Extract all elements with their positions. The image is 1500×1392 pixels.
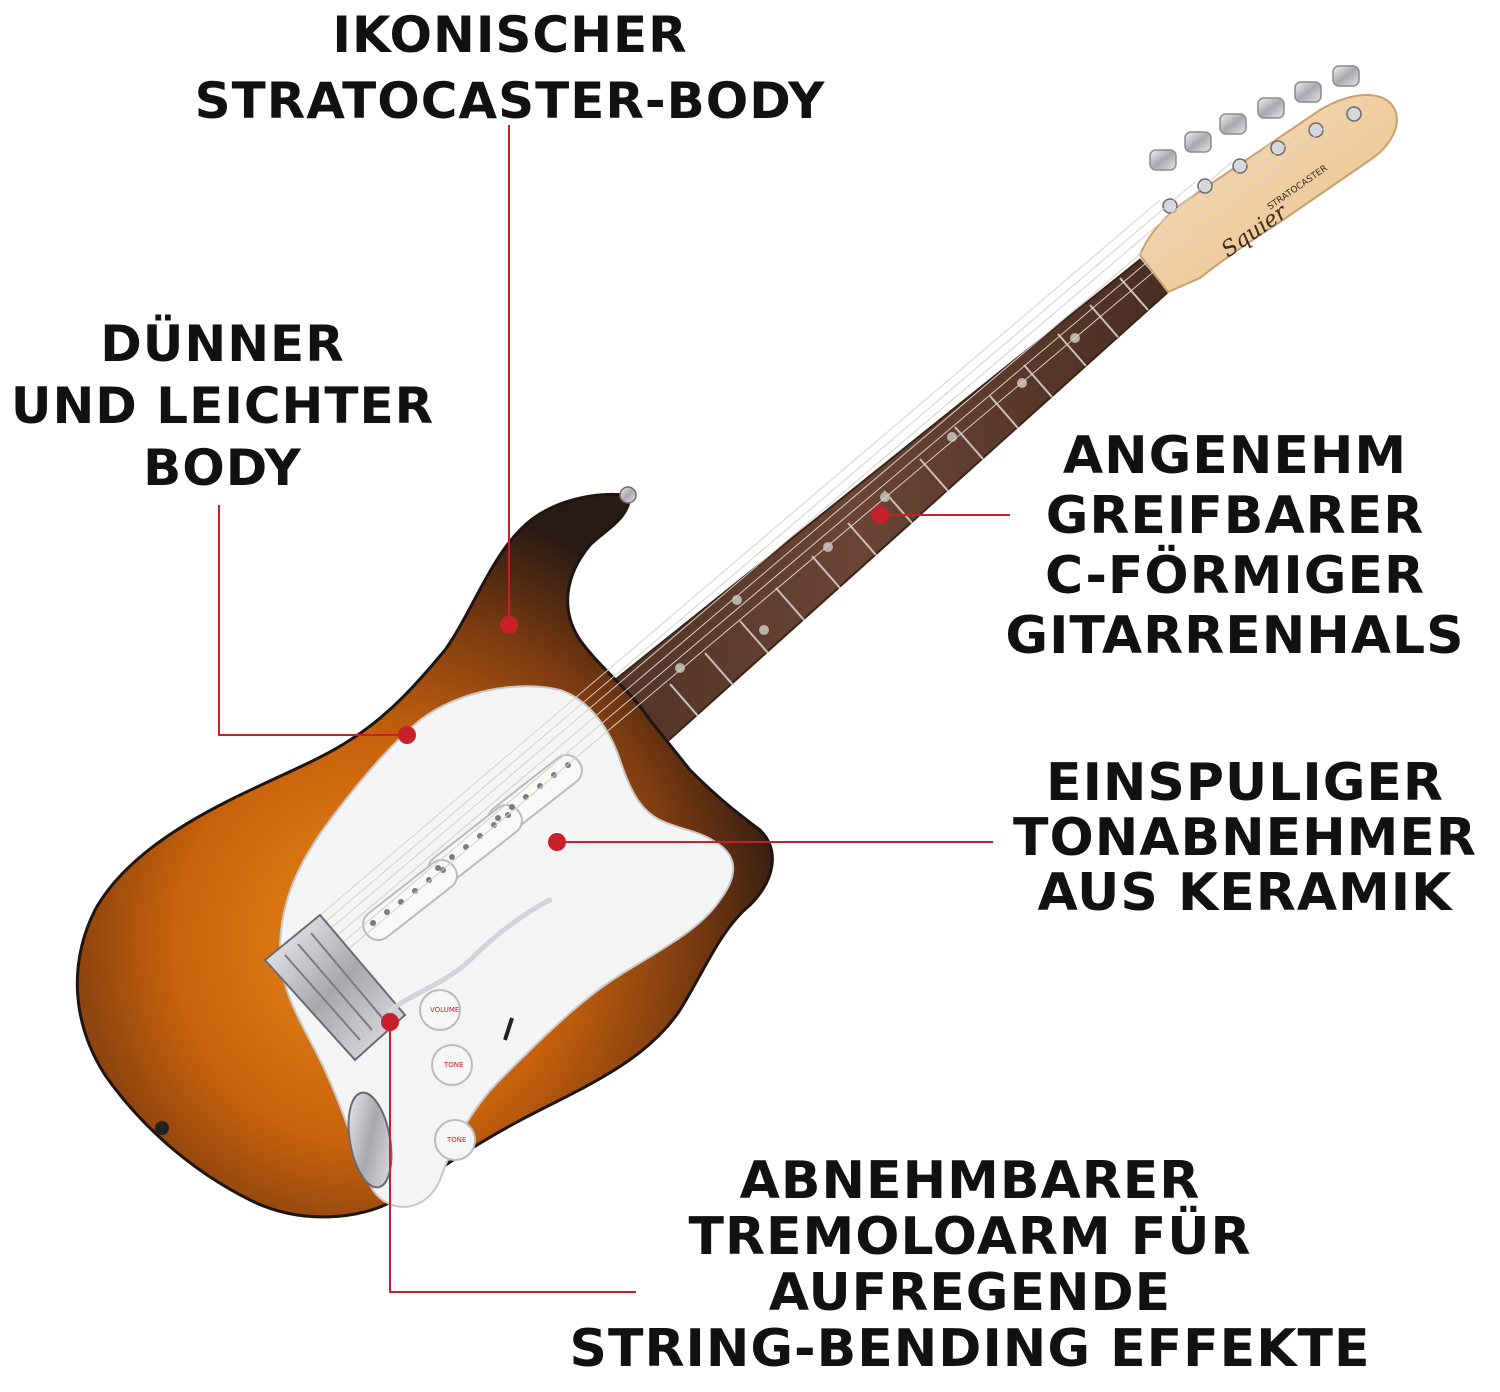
callout-dot-pickup	[548, 833, 566, 851]
headstock-shape	[1138, 94, 1398, 294]
tone-knob-1-label: TONE	[443, 1061, 463, 1069]
pickups	[362, 753, 583, 942]
callout-dots	[381, 506, 889, 1031]
volume-knob	[419, 989, 461, 1031]
callout-line-thin-body	[218, 505, 407, 736]
headstock: Squier STRATOCASTER	[1138, 65, 1398, 294]
callout-label-iconic-body: IKONISCHER STRATOCASTER-BODY	[194, 6, 826, 130]
callout-line-tremolo	[389, 1022, 636, 1293]
control-knobs: VOLUME TONE TONE	[419, 989, 514, 1161]
callout-label-thin-body: DÜNNER UND LEICHTER BODY	[10, 315, 435, 497]
callout-label-tremolo: ABNEHMBARER TREMOLOARM FÜR AUFREGENDE ST…	[569, 1151, 1371, 1379]
strings	[284, 109, 1347, 979]
guitar-body: VOLUME TONE TONE	[75, 109, 1347, 1219]
callout-label-pickup: EINSPULIGER TONABNEHMER AUS KERAMIK	[1013, 753, 1477, 923]
callout-dot-neck	[871, 506, 889, 524]
tremolo-arm	[387, 897, 553, 1013]
callout-label-neck: ANGENEHM GREIFBARER C-FÖRMIGER GITARRENH…	[1005, 426, 1465, 666]
pickup-selector	[503, 1017, 514, 1041]
callout-dot-iconic-body	[500, 616, 518, 634]
callout-dot-tremolo	[381, 1013, 399, 1031]
tone-knob-2-label: TONE	[446, 1136, 466, 1144]
strap-button-bottom	[155, 1121, 169, 1135]
tone-knob-1	[431, 1044, 473, 1086]
callout-lines	[218, 125, 1010, 1293]
tuning-pegs	[1149, 65, 1362, 214]
volume-knob-label: VOLUME	[430, 1006, 459, 1014]
tremolo-bridge	[263, 913, 407, 1062]
strap-button-top	[619, 486, 637, 504]
callout-dot-thin-body	[398, 726, 416, 744]
tone-knob-2	[434, 1119, 476, 1161]
